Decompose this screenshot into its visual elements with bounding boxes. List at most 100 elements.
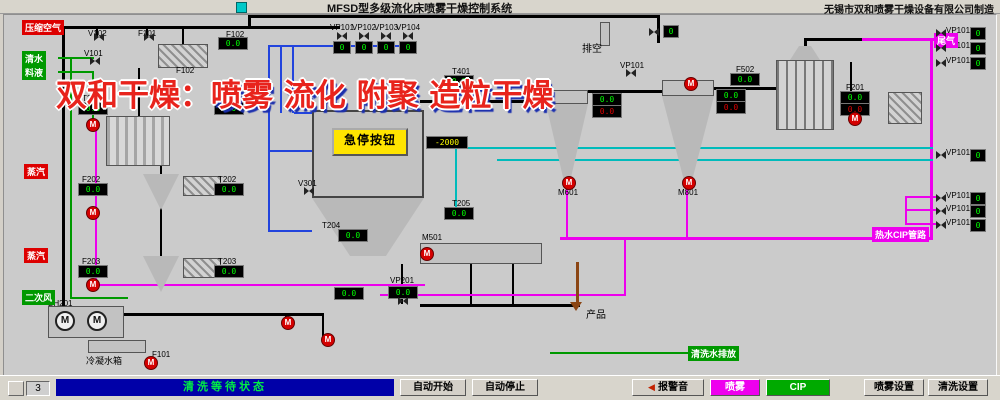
valve-icon[interactable] — [936, 59, 946, 67]
pipe-segment — [862, 38, 934, 41]
pump-motor-icon[interactable]: M — [281, 316, 295, 330]
valve-icon[interactable] — [398, 297, 408, 305]
pump-motor-icon[interactable]: M — [684, 77, 698, 91]
pump-motor-icon[interactable]: M — [86, 278, 100, 292]
pump-motor-icon[interactable]: M — [562, 176, 576, 190]
value-display: 0.0 — [592, 93, 622, 106]
indicator-box — [8, 381, 24, 396]
pipe-segment — [146, 26, 148, 38]
heater-right — [888, 92, 922, 124]
device-label: F201 — [846, 83, 865, 92]
pipe-segment — [294, 112, 312, 114]
valve-icon[interactable] — [649, 28, 659, 36]
cyclone-1-top — [546, 90, 588, 104]
pipe-label: 料液 — [22, 65, 47, 80]
button-auto-stop[interactable]: 自动停止 — [472, 379, 538, 396]
motor-icon[interactable]: M — [87, 311, 107, 331]
status-message: 清洗等待状态 — [56, 379, 394, 396]
device-label: F202 — [82, 175, 101, 184]
fluid-bed — [420, 243, 542, 264]
device-label: F102 — [226, 30, 245, 39]
valve-icon[interactable] — [936, 44, 946, 52]
pipe-segment — [58, 71, 94, 73]
pipe-segment — [420, 100, 548, 103]
valve-icon[interactable] — [90, 57, 100, 65]
button-auto-start[interactable]: 自动开始 — [400, 379, 466, 396]
pipe-segment — [268, 150, 312, 152]
watermark: 双和干燥：喷雾 流化 附聚 造粒干燥 — [56, 70, 553, 115]
valve-icon[interactable] — [626, 69, 636, 77]
pipe-segment — [96, 26, 98, 38]
pipe-segment — [160, 166, 162, 258]
pump-motor-icon[interactable]: M — [86, 206, 100, 220]
device-label: 排空 — [582, 44, 602, 55]
pipe-segment — [70, 297, 128, 299]
pump-motor-icon[interactable]: M — [848, 112, 862, 126]
valve-icon[interactable] — [144, 33, 154, 41]
bag-filter — [106, 116, 170, 166]
valve-icon[interactable] — [936, 151, 946, 159]
device-label: VP101 — [946, 191, 971, 200]
device-label: VP101 — [946, 148, 971, 157]
title-bar: MFSD型多级流化床喷雾干燥控制系统 无锡市双和喷雾干燥设备有限公司制造 — [0, 0, 1000, 16]
value-display: 0 — [970, 42, 986, 55]
motor-icon[interactable]: M — [55, 311, 75, 331]
pump-motor-icon[interactable]: M — [682, 176, 696, 190]
pipe-segment — [930, 40, 933, 56]
pipe-segment — [712, 87, 778, 90]
value-display: 0.0 — [444, 75, 474, 88]
pipe-label: 清水 — [22, 51, 47, 66]
valve-icon[interactable] — [936, 207, 946, 215]
valve-icon[interactable] — [337, 32, 347, 40]
pipe-segment — [322, 313, 324, 339]
pipe-segment — [95, 284, 425, 286]
device-label: VP101 — [620, 61, 645, 70]
valve-icon[interactable] — [381, 32, 391, 40]
value-display: 0 — [970, 192, 986, 205]
valve-icon[interactable] — [403, 32, 413, 40]
value-display: 0 — [970, 219, 986, 232]
device-label: BH201 — [48, 299, 73, 308]
button-clean-settings[interactable]: 清洗设置 — [928, 379, 988, 396]
device-label: VP104 — [396, 23, 421, 32]
pump-motor-icon[interactable]: M — [144, 356, 158, 370]
value-display: 0.0 — [214, 102, 244, 115]
value-display: -2000 — [426, 136, 468, 149]
device-label: 冷凝水箱 — [86, 356, 123, 366]
value-display: 0 — [377, 41, 395, 54]
pump-motor-icon[interactable]: M — [536, 81, 550, 95]
device-label: VP101 — [946, 218, 971, 227]
value-display: 0.0 — [78, 265, 108, 278]
valve-icon[interactable] — [304, 187, 314, 195]
valve-icon[interactable] — [94, 33, 104, 41]
value-display: 0 — [970, 205, 986, 218]
button-cip[interactable]: CIP — [766, 379, 830, 396]
pump-motor-icon[interactable]: M — [86, 118, 100, 132]
pump-motor-icon[interactable]: M — [420, 247, 434, 261]
pipe-segment — [804, 38, 864, 41]
pipe-segment — [686, 184, 688, 237]
app-icon — [236, 2, 247, 13]
pipe-segment — [470, 264, 472, 306]
pump-motor-icon[interactable]: M — [321, 333, 335, 347]
watermark-slogan: 喷雾 流化 附聚 造粒干燥 — [211, 78, 554, 114]
value-display: 0 — [970, 149, 986, 162]
pipe-segment — [512, 264, 514, 306]
button-spray-settings[interactable]: 喷雾设置 — [864, 379, 924, 396]
valve-icon[interactable] — [936, 221, 946, 229]
pipe-segment — [586, 90, 666, 93]
pipe-segment — [380, 294, 626, 296]
value-display: 0.0 — [730, 73, 760, 86]
valve-icon[interactable] — [936, 194, 946, 202]
button-alarm-sound[interactable]: 报警音 — [632, 379, 704, 396]
pipe-segment — [905, 209, 938, 211]
exhaust-stack — [600, 22, 610, 46]
emergency-stop-button[interactable]: 急停按钮 — [332, 128, 408, 156]
valve-icon[interactable] — [359, 32, 369, 40]
valve-icon[interactable] — [936, 29, 946, 37]
value-display: 0.0 — [716, 101, 746, 114]
condenser-top — [790, 46, 820, 60]
button-spray[interactable]: 喷雾 — [710, 379, 760, 396]
